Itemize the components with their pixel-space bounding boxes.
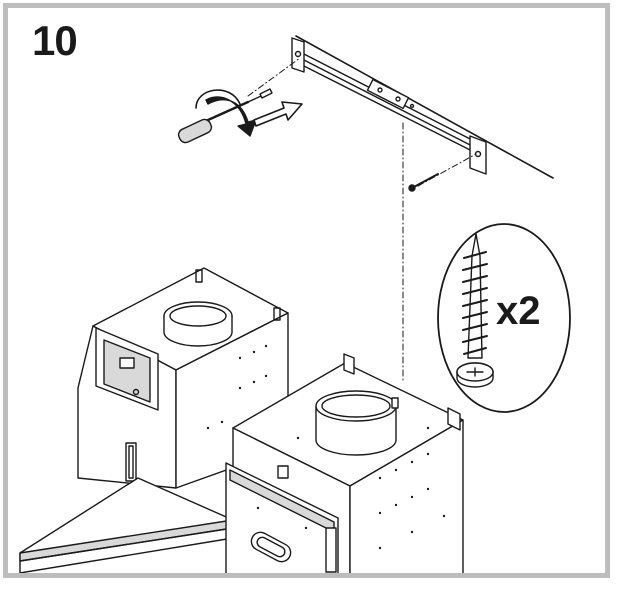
push-arrow-icon: [253, 101, 303, 127]
quantity-label: x2: [496, 289, 541, 333]
screw-icon: [456, 233, 494, 388]
assembly-illustration: x2: [19, 35, 571, 573]
screwdriver-icon: [177, 88, 273, 144]
step-number: 10: [32, 17, 78, 64]
front-duct-housing: [225, 353, 464, 573]
plumb-line-icon: [247, 57, 477, 384]
instruction-panel: 10: [3, 3, 610, 578]
screw-callout: x2: [437, 223, 571, 413]
small-screw-icon: [408, 173, 439, 192]
bracket-icon: [291, 35, 554, 179]
rotate-arrow-icon: [195, 89, 257, 137]
bottom-panel: [19, 477, 234, 573]
